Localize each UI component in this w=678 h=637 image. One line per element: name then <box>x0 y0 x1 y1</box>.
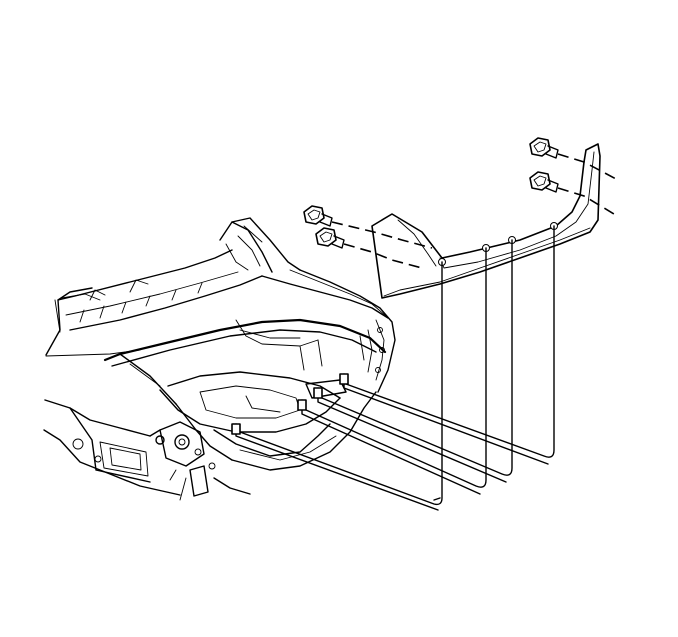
push-pin-retainers <box>231 225 555 511</box>
nut-lower-left <box>315 227 345 249</box>
nut-upper-left <box>303 205 333 227</box>
nut-upper-right <box>529 137 559 159</box>
nut-lower-right <box>529 171 559 193</box>
nuts <box>303 137 559 249</box>
alignment-dashes <box>331 153 619 269</box>
vehicle-rear-body <box>43 217 396 501</box>
